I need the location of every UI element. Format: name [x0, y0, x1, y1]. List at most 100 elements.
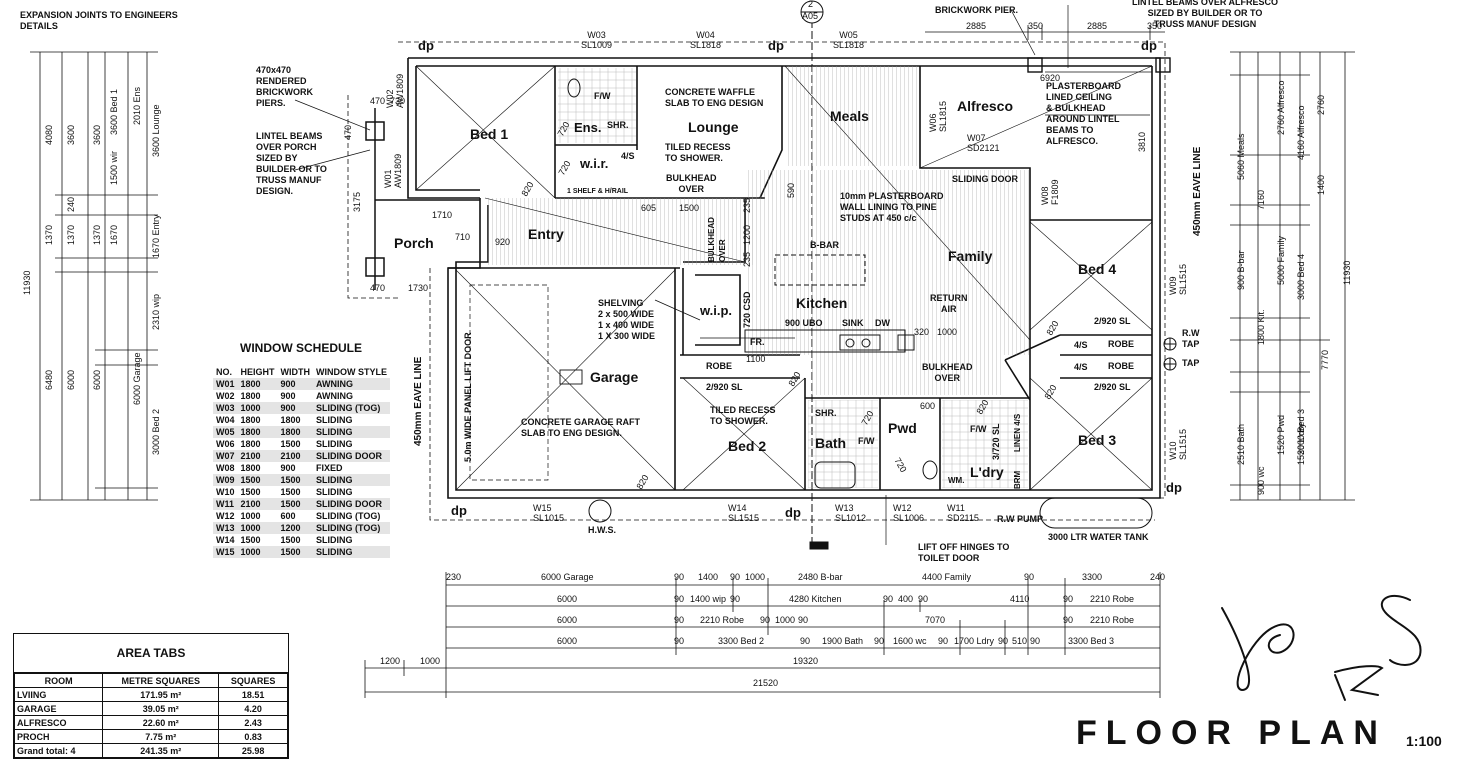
ws-header-width: WIDTH — [280, 367, 311, 377]
eave-line — [347, 41, 1166, 521]
dim-b3-90a: 90 — [674, 615, 685, 625]
tag-w01: W01 AW1809 — [383, 153, 403, 188]
sl-bed4: 2/920 SL — [1094, 316, 1131, 326]
ws-cell-style: SLIDING — [316, 439, 353, 449]
room-meals: Meals — [830, 108, 869, 124]
dim-r1-bath: 2510 Bath — [1236, 423, 1246, 465]
area-cell-m2: 171.95 m² — [102, 687, 220, 702]
room-pwd: Pwd — [888, 420, 917, 436]
dim-r2-family: 5000 Family — [1276, 235, 1286, 285]
room-robe3: ROBE — [1108, 361, 1135, 371]
ws-cell-width: 900 — [277, 378, 314, 390]
note-ubo: 900 UBO — [785, 318, 823, 328]
signature — [1221, 594, 1422, 701]
room-wm: WM. — [948, 476, 965, 485]
note-fr: FR. — [750, 337, 765, 347]
alfresco-pier-right — [1155, 57, 1171, 73]
ws-cell-style: AWNING — [313, 378, 391, 390]
note-shelf-hrail: 1 SHELF & H/RAIL — [567, 188, 629, 195]
tag-w09: W09 SL1515 — [1168, 263, 1188, 295]
area-header-room: ROOM — [13, 673, 104, 688]
dim-b2-90e: 90 — [1063, 594, 1074, 604]
s4-bed4: 4/S — [1074, 340, 1088, 350]
tag-w14: W14 SL1515 — [728, 503, 760, 523]
dim-top-2885-b: 2885 — [1087, 21, 1108, 31]
ws-cell-id: W02 — [216, 391, 235, 401]
sl-bed2: 2/920 SL — [706, 382, 743, 392]
ws-cell-height: 1500 — [237, 474, 278, 486]
dim-b1-90b: 90 — [730, 572, 741, 582]
dim-r1-7160: 7160 — [1256, 189, 1266, 210]
ws-cell-height: 1800 — [240, 439, 261, 449]
ws-cell-height: 1500 — [240, 535, 261, 545]
dim-720-csd: 720 CSD — [742, 291, 752, 328]
ws-cell-style: SLIDING — [316, 535, 353, 545]
tag-w07: W07 SD2121 — [967, 133, 1000, 153]
bath-tub — [814, 461, 856, 489]
dim-b2-90b: 90 — [730, 594, 741, 604]
dim-lm-240: 240 — [66, 196, 76, 212]
dim-li-1670: 1670 — [109, 224, 119, 245]
ws-cell-height: 1800 — [240, 463, 261, 473]
tag-w06: W06 SL1815 — [928, 100, 948, 132]
ws-header-height: HEIGHT — [240, 367, 275, 377]
ldry-tile — [942, 400, 1028, 488]
dim-b5-1200: 1200 — [380, 656, 401, 666]
fw-ldry: F/W — [970, 424, 987, 434]
ws-cell-height: 1800 — [237, 378, 278, 390]
room-kitchen: Kitchen — [796, 295, 848, 311]
note-brickwork-pier: BRICKWORK PIER. — [935, 5, 1018, 15]
note-garage-slab: CONCRETE GARAGE RAFT SLAB TO ENG DESIGN. — [521, 417, 640, 438]
dim-b4-90f: 90 — [1030, 636, 1041, 646]
dim-b1-230: 230 — [446, 572, 462, 582]
dim-r2-alfresco2: 4160 Alfresco — [1296, 105, 1306, 160]
tag-w08: W08 F1809 — [1040, 179, 1060, 205]
tag-sliding-door: SLIDING DOOR — [952, 174, 1019, 184]
ws-cell-id: W04 — [216, 415, 235, 425]
dim-b4-510: 510 — [1012, 636, 1028, 646]
ws-cell-style: AWNING — [316, 391, 354, 401]
dim-b4-90d: 90 — [938, 636, 949, 646]
dim-b1-family: 4400 Family — [922, 572, 972, 582]
dim-r2-alfresco: 2760 Alfresco — [1276, 80, 1286, 135]
ws-cell-width: 900 — [277, 402, 314, 414]
area-cell-m2: 241.35 m² — [102, 743, 220, 758]
room-garage: Garage — [590, 369, 639, 385]
dim-li2-lounge: 3600 Lounge — [151, 104, 161, 157]
dim-li-3600: 3600 — [92, 124, 102, 145]
dim-3175: 3175 — [352, 191, 362, 212]
alfresco-pier — [1027, 57, 1043, 73]
room-lounge: Lounge — [688, 119, 739, 135]
dim-r3-bed4: 3000 Bed 4 — [1296, 253, 1306, 300]
ens-toilet — [567, 78, 581, 98]
dim-b3-1000: 1000 — [775, 615, 796, 625]
area-cell-sq: 0.83 — [218, 729, 288, 744]
room-porch: Porch — [394, 235, 434, 251]
room-bed3: Bed 3 — [1078, 432, 1117, 448]
dim-r2-pwd: 1520 Pwd — [1276, 414, 1286, 455]
dim-470-c: 470 — [370, 283, 386, 293]
dim-li2-wip: 2310 wip — [151, 293, 161, 330]
dim-1200: 1200 — [742, 224, 752, 245]
dim-li-bed1: 3600 Bed 1 — [109, 88, 119, 135]
dim-b5-19320: 19320 — [793, 656, 819, 666]
note-tap: TAP — [1182, 358, 1200, 368]
area-cell-sq: 25.98 — [218, 743, 288, 758]
area-tabs-title: AREA TABS — [14, 634, 288, 673]
note-rw-tap: R.W TAP — [1182, 328, 1200, 349]
ws-cell-style: SLIDING (TOG) — [313, 522, 391, 534]
ws-cell-style: SLIDING DOOR — [313, 450, 391, 462]
dim-3810: 3810 — [1137, 131, 1147, 152]
right-dimension-lines — [1230, 51, 1355, 501]
dim-left-6480: 6480 — [44, 369, 54, 390]
dim-b3-6000: 6000 — [557, 615, 578, 625]
dim-b3-robe: 2210 Robe — [700, 615, 745, 625]
tag-w15: W15 SL1015 — [533, 503, 565, 523]
